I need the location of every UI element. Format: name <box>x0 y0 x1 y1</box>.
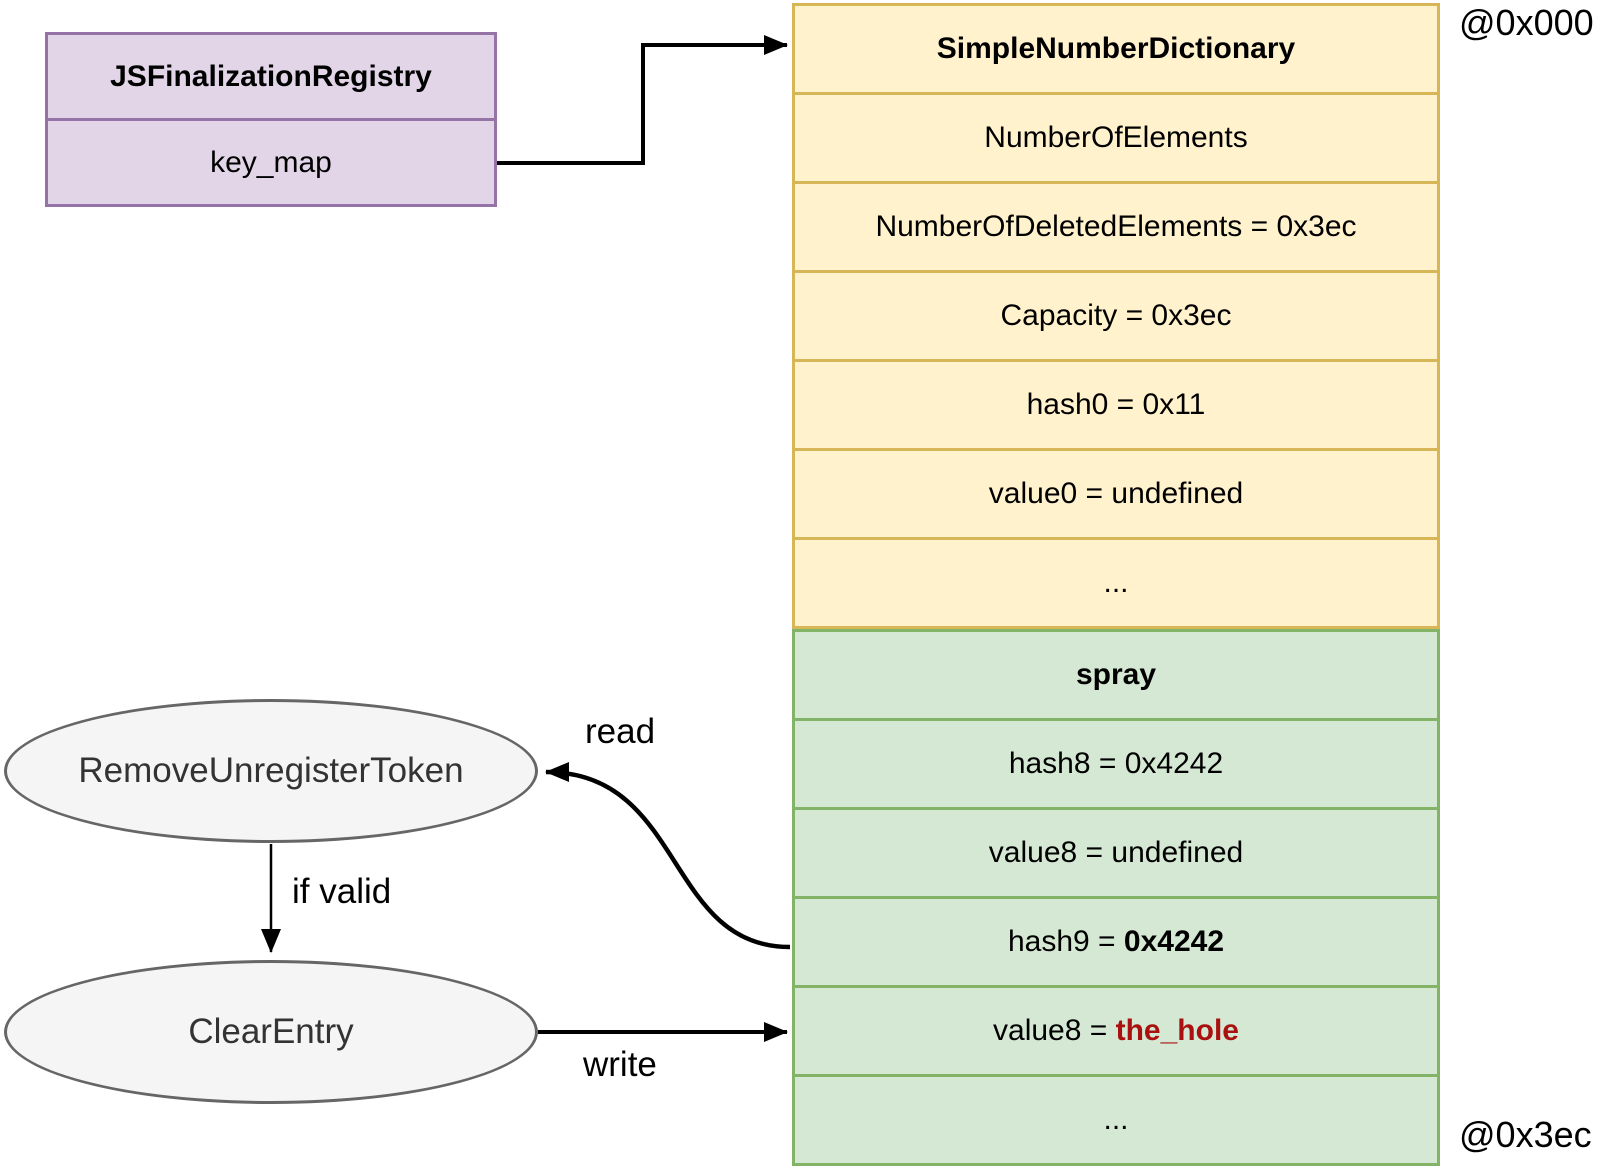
table-row: NumberOfElements <box>795 92 1437 181</box>
row-text: value8 = <box>993 1014 1116 1047</box>
table-section-header-row: SimpleNumberDictionary <box>936 32 1296 65</box>
node-remove-unregister-token: RemoveUnregisterToken <box>4 699 538 843</box>
table-row: hash9 = 0x4242 <box>795 896 1437 985</box>
address-label-bottom: @0x3ec <box>1459 1114 1592 1155</box>
table-row: value8 = undefined <box>795 807 1437 896</box>
edge-label-if-valid: if valid <box>292 872 392 911</box>
edge-label-write: write <box>583 1045 657 1084</box>
table-row: value0 = undefined <box>795 448 1437 537</box>
edge-label-read: read <box>585 712 656 751</box>
node-label: ClearEntry <box>188 1012 354 1051</box>
node-clear-entry: ClearEntry <box>4 960 538 1104</box>
table-row: ... <box>795 537 1437 626</box>
table-row: hash0 = 0x11 <box>795 359 1437 448</box>
row-text: hash9 = <box>1007 925 1124 958</box>
table-row: Capacity = 0x3ec <box>795 270 1437 359</box>
row-emphasis-text: 0x4242 <box>1123 925 1225 958</box>
registry-field-key-map: key_map <box>210 145 332 179</box>
registry-title: JSFinalizationRegistry <box>48 35 494 121</box>
row-emphasis-text: the_hole <box>1115 1014 1239 1047</box>
jsfinalizationregistry-box: JSFinalizationRegistry key_map <box>45 32 497 207</box>
table-row: value8 = the_hole <box>795 985 1437 1074</box>
table-row: hash8 = 0x4242 <box>795 718 1437 807</box>
address-label-top: @0x000 <box>1459 2 1594 43</box>
table-section-header-row: spray <box>1075 658 1157 691</box>
read-arrow <box>545 762 791 950</box>
table-row: ... <box>795 1074 1437 1163</box>
node-label: RemoveUnregisterToken <box>78 751 464 790</box>
keymap-pointer-arrow <box>497 35 788 165</box>
table-row: NumberOfDeletedElements = 0x3ec <box>795 181 1437 270</box>
